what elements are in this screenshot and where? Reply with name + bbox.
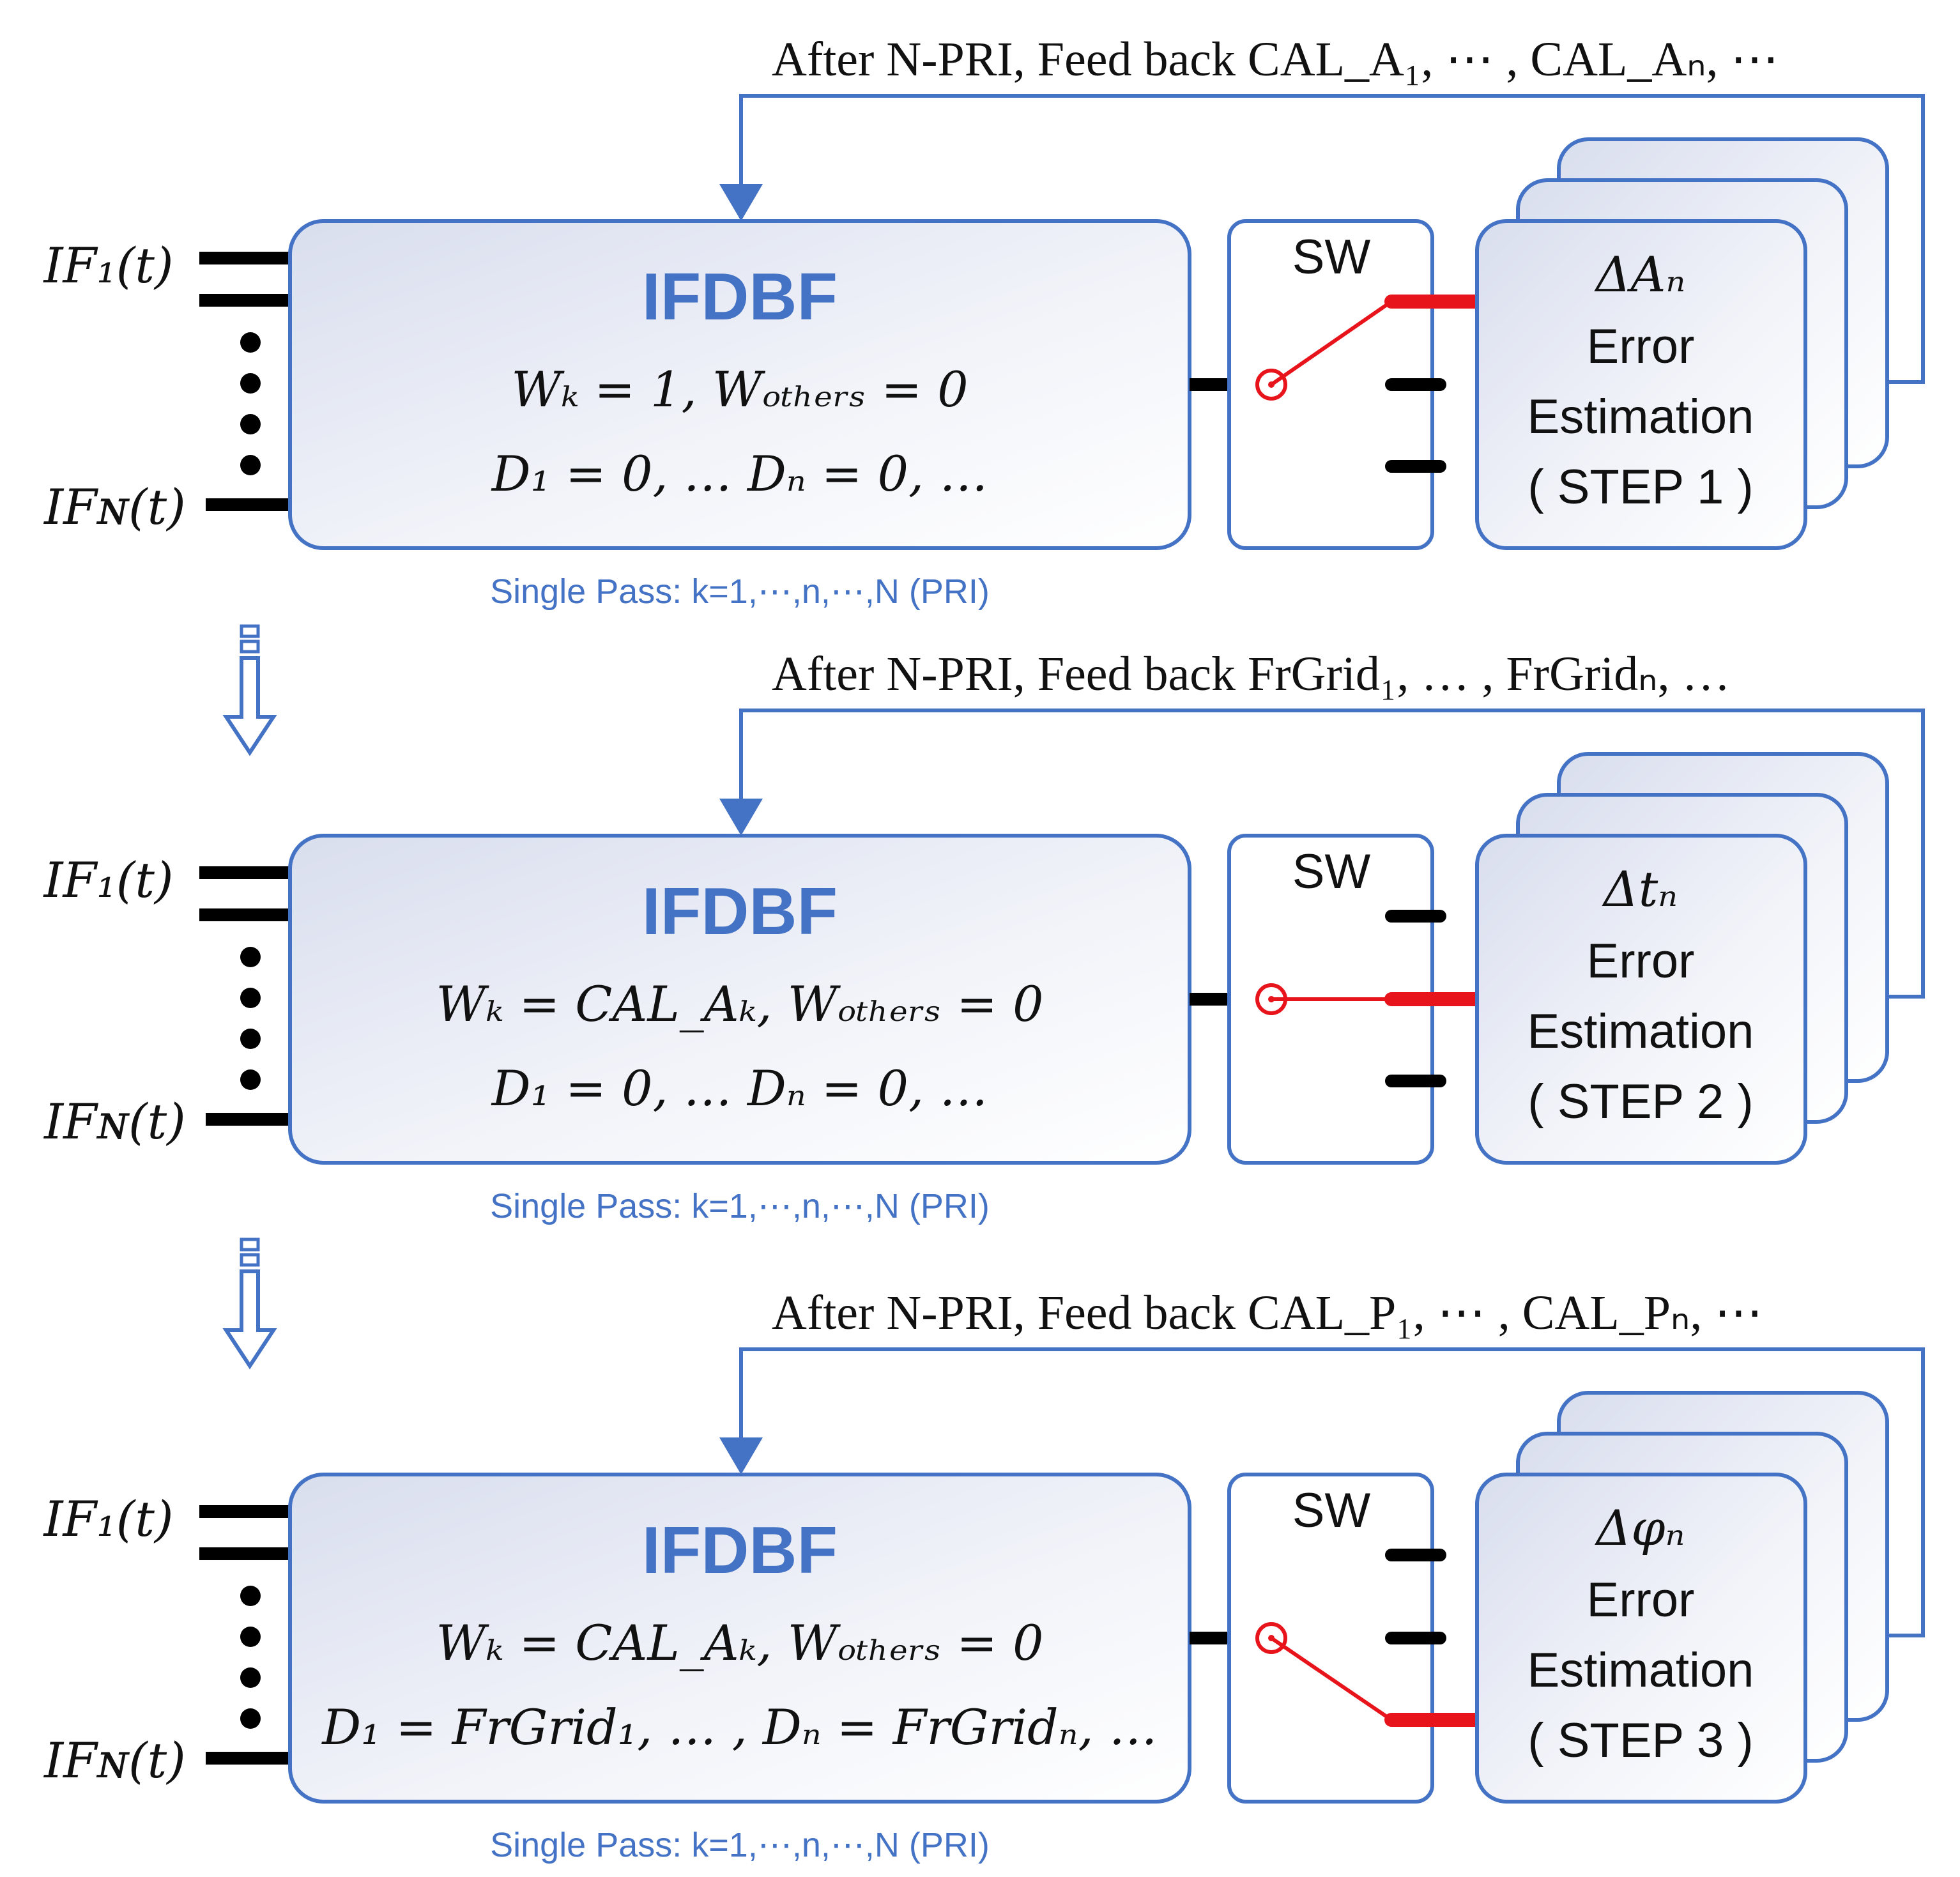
weight-equation: Wₖ = CAL_Aₖ, Wₒₜₕₑᵣₛ = 0 — [436, 1614, 1043, 1671]
estimator-delta: ΔAₙ — [1594, 246, 1686, 303]
step-group-3: After N-PRI, Feed back CAL_P₁, ⋯ , CAL_P… — [42, 1286, 1925, 1864]
ellipsis-dot — [240, 455, 261, 475]
ellipsis-dot — [240, 373, 261, 394]
estimator-delta: Δφₙ — [1595, 1499, 1685, 1556]
estimator-step: ( STEP 3 ) — [1527, 1713, 1753, 1768]
estimator-estimation: Estimation — [1527, 1004, 1754, 1059]
estimator-box — [1475, 834, 1807, 1165]
estimator-error: Error — [1587, 1573, 1695, 1627]
switch-pivot — [1255, 1622, 1287, 1654]
estimator-box — [1475, 219, 1807, 550]
switch-pivot — [1255, 369, 1287, 401]
switch-pivot-dot — [1268, 1635, 1275, 1641]
block-title: IFDBF — [642, 260, 838, 334]
down-arrow-2 — [222, 1237, 277, 1370]
single-pass-label: Single Pass: k=1,⋯,n,⋯,N (PRI) — [490, 572, 990, 611]
input-label-top: IF₁(t) — [42, 237, 173, 294]
weight-equation: Wₖ = CAL_Aₖ, Wₒₜₕₑᵣₛ = 0 — [436, 976, 1043, 1032]
switch-blade — [1270, 1636, 1393, 1722]
delay-equation: D₁ = 0, … Dₙ = 0, … — [491, 1060, 988, 1117]
ellipsis-dot — [240, 947, 261, 967]
input-label-top: IF₁(t) — [42, 852, 173, 908]
step-group-2: After N-PRI, Feed back FrGrid₁, … , FrGr… — [42, 647, 1925, 1225]
switch-label: SW — [1292, 1483, 1371, 1538]
switch-label: SW — [1292, 230, 1371, 284]
input-label-bottom: IFɴ(t) — [43, 479, 186, 535]
ellipsis-dot — [240, 1627, 261, 1647]
single-pass-label: Single Pass: k=1,⋯,n,⋯,N (PRI) — [490, 1826, 990, 1864]
ellipsis-dot — [240, 1029, 261, 1049]
ellipsis-dot — [240, 988, 261, 1008]
ellipsis-dot — [240, 1586, 261, 1606]
estimator-error: Error — [1587, 319, 1695, 374]
estimator-estimation: Estimation — [1527, 1643, 1754, 1697]
delay-equation: D₁ = FrGrid₁, … , Dₙ = FrGridₙ, … — [321, 1699, 1158, 1756]
estimator-error: Error — [1587, 934, 1695, 988]
estimator-delta: Δtₙ — [1602, 861, 1678, 917]
feedback-label: After N-PRI, Feed back CAL_A₁, ⋯ , CAL_A… — [772, 33, 1779, 86]
block-title: IFDBF — [642, 875, 838, 949]
estimator-box — [1475, 1473, 1807, 1804]
estimator-step: ( STEP 2 ) — [1527, 1075, 1753, 1129]
step-group-1: After N-PRI, Feed back CAL_A₁, ⋯ , CAL_A… — [42, 33, 1925, 611]
feedback-label: After N-PRI, Feed back FrGrid₁, … , FrGr… — [772, 647, 1731, 701]
switch-pivot-dot — [1268, 996, 1275, 1002]
feedback-arrowhead — [719, 184, 763, 221]
down-arrow-1 — [222, 624, 277, 756]
feedback-arrowhead — [719, 799, 763, 836]
feedback-arrowhead — [719, 1437, 763, 1475]
weight-equation: Wₖ = 1, Wₒₜₕₑᵣₛ = 0 — [511, 361, 968, 418]
ellipsis-dot — [240, 1708, 261, 1729]
delay-equation: D₁ = 0, … Dₙ = 0, … — [491, 445, 988, 502]
ellipsis-dot — [240, 332, 261, 353]
input-label-top: IF₁(t) — [42, 1490, 173, 1547]
input-label-bottom: IFɴ(t) — [43, 1093, 186, 1150]
switch-pivot — [1255, 983, 1287, 1015]
switch-pivot-dot — [1268, 381, 1275, 388]
block-title: IFDBF — [642, 1513, 838, 1588]
single-pass-label: Single Pass: k=1,⋯,n,⋯,N (PRI) — [490, 1187, 990, 1225]
feedback-label: After N-PRI, Feed back CAL_P₁, ⋯ , CAL_P… — [772, 1286, 1763, 1340]
switch-label: SW — [1292, 845, 1371, 899]
input-label-bottom: IFɴ(t) — [43, 1732, 186, 1789]
estimator-estimation: Estimation — [1527, 390, 1754, 444]
estimator-step: ( STEP 1 ) — [1527, 460, 1753, 514]
ellipsis-dot — [240, 1069, 261, 1090]
ellipsis-dot — [240, 1667, 261, 1688]
ellipsis-dot — [240, 414, 261, 434]
switch-blade — [1270, 300, 1393, 387]
